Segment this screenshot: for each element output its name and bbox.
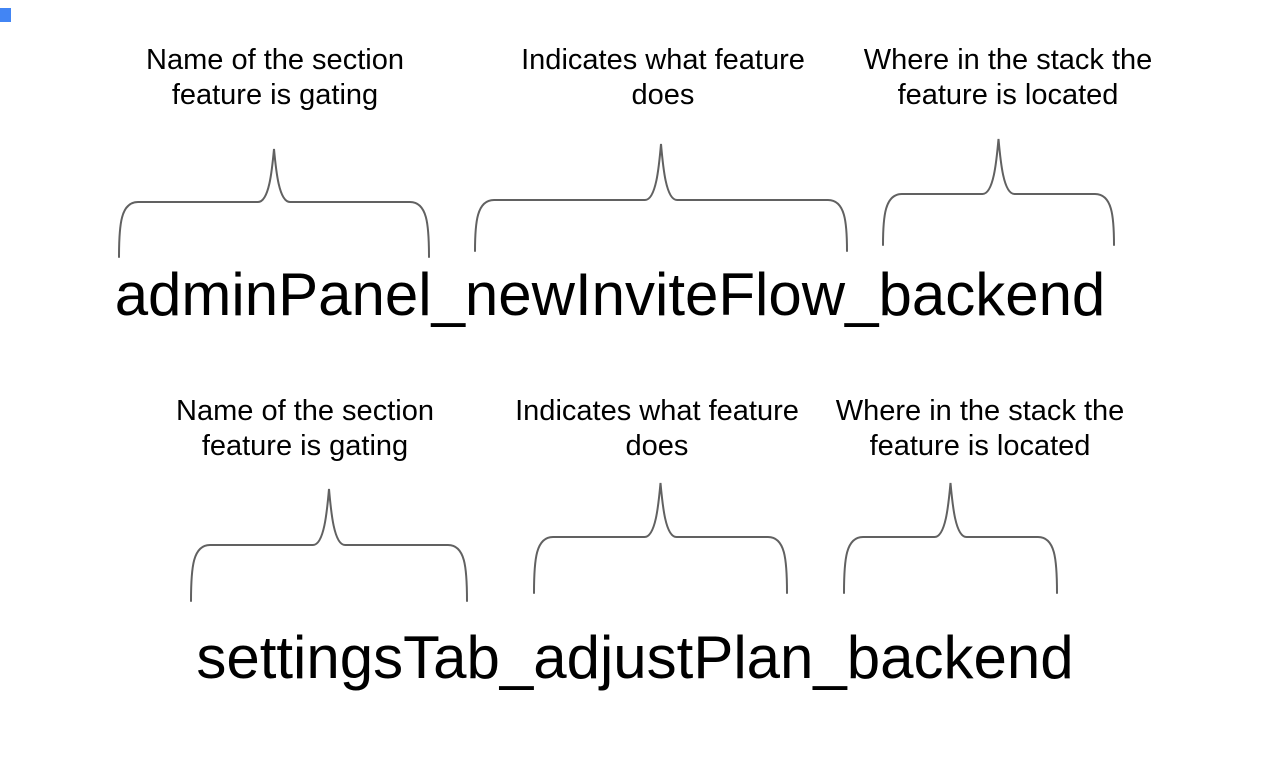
annotation-feature-does-bottom: Indicates what feature does: [467, 394, 847, 464]
annotation-line: Indicates what feature: [521, 44, 805, 76]
curly-brace-icon: [843, 482, 1058, 594]
annotation-line: feature is gating: [171, 79, 379, 111]
curly-brace-icon: [533, 482, 788, 594]
annotation-section-name-bottom: Name of the section feature is gating: [115, 394, 495, 464]
annotation-feature-does-top: Indicates what feature does: [473, 43, 853, 113]
annotation-line: Name of the section: [176, 395, 434, 427]
annotation-stack-location-top: Where in the stack the feature is locate…: [818, 43, 1198, 113]
curly-brace-icon: [118, 148, 430, 258]
curly-brace-icon: [474, 143, 848, 252]
annotation-stack-location-bottom: Where in the stack the feature is locate…: [790, 394, 1170, 464]
annotation-line: Indicates what feature: [515, 395, 799, 427]
annotation-line: Where in the stack the: [863, 44, 1153, 76]
flag-name-settings-tab: settingsTab_adjustPlan_backend: [196, 624, 1074, 691]
annotation-line: feature is gating: [201, 430, 409, 462]
curly-brace-icon: [882, 138, 1115, 246]
annotation-line: feature is located: [869, 430, 1091, 462]
blue-selection-artifact: [0, 8, 11, 22]
curly-brace-icon: [190, 488, 468, 602]
flag-name-admin-panel: adminPanel_newInviteFlow_backend: [114, 261, 1106, 328]
annotation-line: Where in the stack the: [835, 395, 1125, 427]
annotation-line: feature is located: [897, 79, 1119, 111]
annotation-line: Name of the section: [146, 44, 404, 76]
annotation-line: does: [625, 430, 689, 462]
annotation-section-name-top: Name of the section feature is gating: [85, 43, 465, 113]
annotation-line: does: [631, 79, 695, 111]
